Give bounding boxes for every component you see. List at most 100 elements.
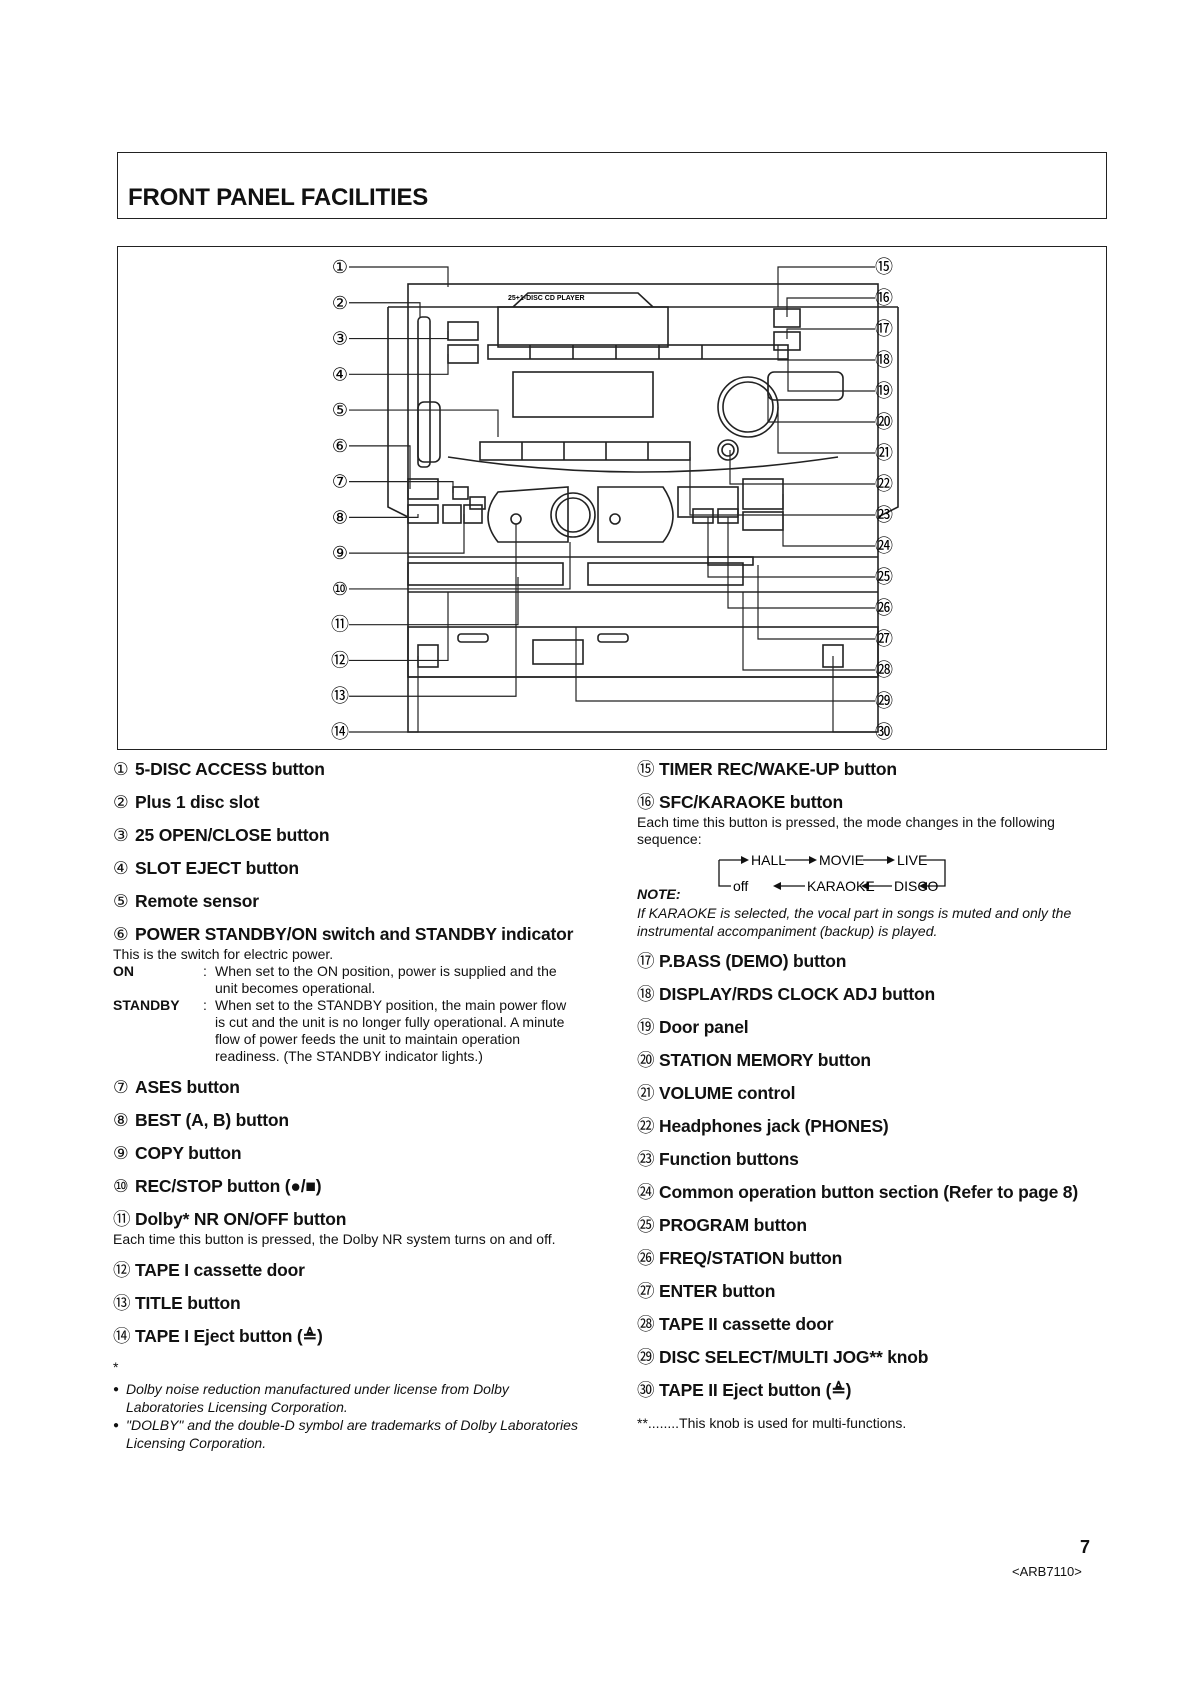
seq-off: off [733, 878, 748, 894]
left-callout-number: ⑧ [332, 507, 348, 527]
right-callout-number: ㉕ [875, 567, 893, 587]
right-callout-number: ㉓ [875, 505, 893, 525]
right-callout-number: ⑲ [875, 381, 893, 401]
display-window [512, 371, 654, 418]
right-leader-line [742, 592, 875, 671]
left-leader-line [349, 331, 449, 340]
right-leader-line [727, 517, 875, 609]
sequence-arrows: HALL MOVIE LIVE off KARAOKE DISCO [718, 852, 946, 894]
right-callout-number: ㉑ [875, 443, 893, 463]
item-6-desc: This is the switch for electric power. [113, 946, 334, 962]
left-callout-number: ⑪ [331, 615, 349, 635]
right-leader-line [729, 450, 875, 485]
right-leader-line [689, 457, 875, 516]
seq-movie: MOVIE [819, 852, 864, 868]
right-leader-line [782, 494, 875, 547]
right-leader-line [707, 517, 875, 578]
open-close-btn [447, 321, 479, 341]
right-callout-number: ⑰ [875, 319, 893, 339]
tape2-door [587, 562, 744, 586]
left-leader-line [349, 542, 571, 590]
dolby-footnote: * Dolby noise reduction manufactured und… [113, 1358, 578, 1452]
mode-sequence: HALL MOVIE LIVE off KARAOKE DISCO [637, 850, 1107, 900]
left-callout-number: ⑫ [331, 650, 349, 670]
left-leader-line [349, 656, 419, 733]
seq-hall: HALL [751, 852, 786, 868]
karaoke-note: If KARAOKE is selected, the vocal part i… [637, 905, 1072, 939]
right-leader-line [757, 565, 875, 640]
left-leader-line [349, 354, 449, 375]
right-leader-line [777, 345, 875, 361]
left-callout-number: ⑤ [332, 400, 348, 420]
left-leader-line [349, 302, 421, 317]
page-code: <ARB7110> [1012, 1564, 1082, 1579]
note-heading: NOTE: [637, 886, 681, 902]
volume-knob [717, 376, 779, 438]
standby-definition: STANDBY: When set to the STANDBY positio… [113, 997, 567, 1064]
right-callout-number: ⑯ [875, 288, 893, 308]
right-callout-number: ⑱ [875, 350, 893, 370]
front-label: 25+1-DISC CD PLAYER [508, 295, 585, 302]
multi-jog-knob [550, 492, 596, 538]
title-box: FRONT PANEL FACILITIES [117, 152, 1107, 219]
seq-disco: DISCO [894, 878, 938, 894]
left-leader-line [349, 409, 499, 437]
right-leader-line [832, 656, 875, 733]
left-callout-number: ⑩ [332, 579, 348, 599]
item-11-desc: Each time this button is pressed, the Do… [113, 1231, 556, 1247]
disc-slot [417, 316, 431, 468]
right-leader-line [575, 627, 875, 702]
right-leader-line [786, 297, 875, 317]
right-callout-number: ㉘ [875, 660, 893, 680]
knob-footnote: **........This knob is used for multi-fu… [637, 1415, 907, 1431]
page-title: FRONT PANEL FACILITIES [128, 184, 429, 211]
slot-eject-btn [447, 344, 479, 364]
right-callout-number: ⑳ [875, 412, 893, 432]
right-leader-line [767, 377, 875, 423]
left-callout-number: ④ [332, 364, 348, 384]
footnote-line-2: "DOLBY" and the double-D symbol are trad… [113, 1416, 578, 1452]
left-leader-line [349, 514, 419, 518]
right-leader-line [777, 266, 875, 307]
cd-door [497, 306, 669, 348]
item-16-desc: Each time this button is pressed, the mo… [637, 814, 1055, 847]
left-callout-number: ⑥ [332, 436, 348, 456]
right-leader-line [786, 328, 875, 339]
left-leader-line [349, 266, 449, 287]
on-definition: ON: When set to the ON position, power i… [113, 963, 557, 996]
right-leader-line [777, 407, 875, 454]
right-leader-line [787, 359, 875, 392]
left-callout-number: ① [332, 257, 348, 277]
left-callout-number: ⑦ [332, 472, 348, 492]
right-callout-number: ⑮ [875, 257, 893, 277]
